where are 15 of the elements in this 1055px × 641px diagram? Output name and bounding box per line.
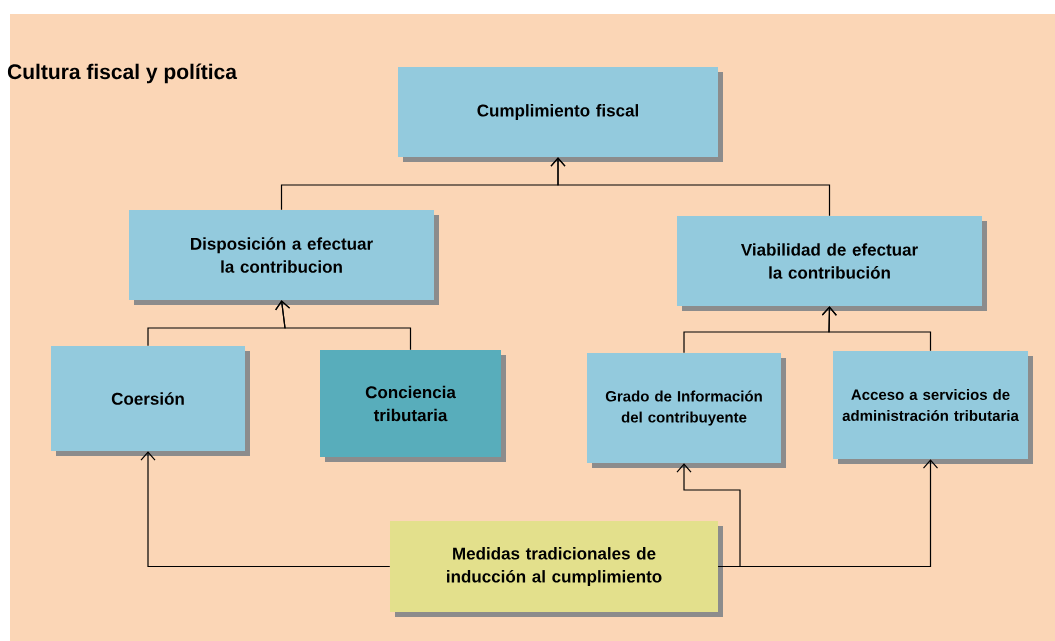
arrow <box>275 300 412 351</box>
process-box: Coersión <box>51 346 250 456</box>
process-box: Grado de Información del contribuyente <box>587 353 786 468</box>
title: Cultura fiscal y política <box>7 63 238 84</box>
process-box: Cumplimiento fiscal <box>398 67 723 162</box>
arrow <box>140 451 391 568</box>
process-box: Acceso a servicios de administración tributaria <box>833 351 1033 464</box>
process-box: Viabilidad de efectuar la contribución <box>677 216 987 311</box>
process-box: Disposición a efectuar la contribucion <box>129 210 439 305</box>
process-box: Medidas tradicionales de inducción al cumplimiento <box>390 521 723 617</box>
arrow <box>550 157 831 217</box>
process-box: Conciencia tributaria <box>320 350 506 462</box>
arrow <box>717 459 939 568</box>
arrow <box>821 306 932 352</box>
arrow <box>676 463 741 568</box>
